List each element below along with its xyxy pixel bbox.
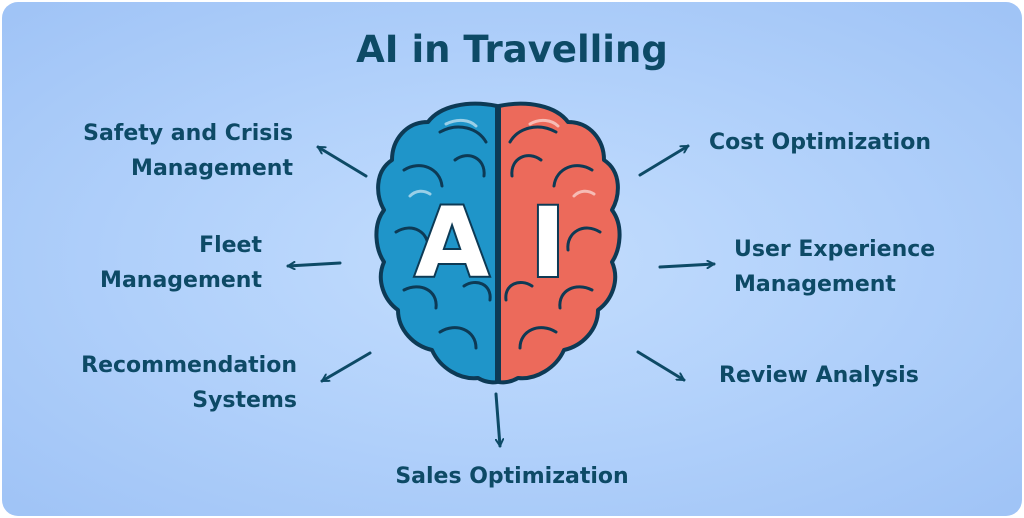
- arrow-icon: [316, 145, 368, 178]
- brain-icon: [374, 101, 622, 385]
- arrow-icon: [636, 350, 686, 382]
- arrow-icon: [638, 144, 690, 177]
- page-title: AI in Travelling: [356, 28, 668, 71]
- node-recommendation-systems: Recommendation Systems: [81, 353, 297, 413]
- arrow-icon: [286, 263, 342, 266]
- brain-letter-a: A: [415, 187, 489, 299]
- arrow-icon: [320, 351, 372, 383]
- node-user-experience-management: User Experience Management: [734, 237, 936, 297]
- node-fleet-management: Fleet Management: [100, 233, 262, 293]
- node-sales-optimization: Sales Optimization: [395, 464, 629, 489]
- node-cost-optimization: Cost Optimization: [709, 130, 931, 155]
- arrow-icon: [658, 264, 716, 267]
- node-review-analysis: Review Analysis: [719, 363, 919, 388]
- brain-letter-i: I: [530, 187, 566, 299]
- node-safety-and-crisis-management: Safety and Crisis Management: [83, 121, 293, 181]
- arrow-icon: [494, 392, 500, 448]
